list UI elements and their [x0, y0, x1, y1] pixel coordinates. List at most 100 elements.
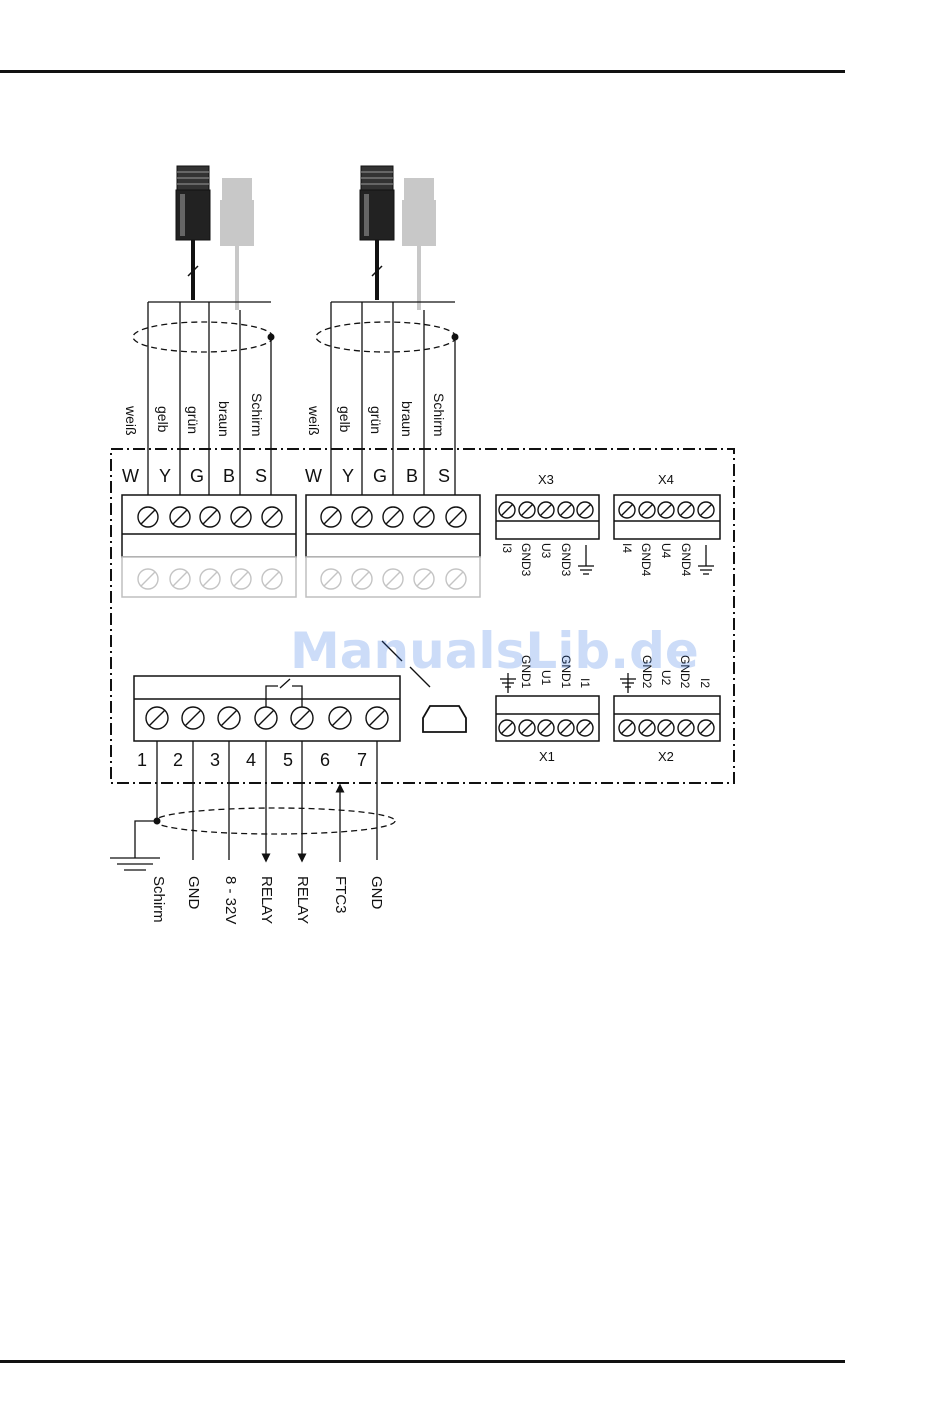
wire-label-braun: braun	[216, 401, 232, 437]
screw-terminal-icon	[658, 502, 674, 518]
screw-terminal-icon	[138, 507, 158, 527]
pin-label: I4	[620, 543, 634, 553]
wire-label-weiss: weiß	[306, 405, 322, 436]
screw-terminal-icon	[639, 502, 655, 518]
pin-label: I3	[500, 543, 514, 553]
screw-terminal-icon	[291, 707, 313, 729]
screw-terminal-icon	[170, 507, 190, 527]
pin-label: GND4	[679, 543, 693, 577]
wire-label-schirm: Schirm	[431, 393, 447, 437]
pin-label: U3	[539, 543, 553, 559]
screw-terminal-icon	[698, 502, 714, 518]
terminal-letter-y: Y	[342, 466, 354, 486]
sensor-plug-icon	[360, 166, 394, 300]
connector-label-x3: X3	[538, 472, 554, 487]
pin-label: U4	[659, 543, 673, 559]
screw-terminal-icon	[366, 707, 388, 729]
main-terminal-block: 1 2 3 4 5 6 7	[134, 676, 400, 770]
screw-terminal-icon	[558, 502, 574, 518]
screw-terminal-icon	[678, 720, 694, 736]
screw-terminal-icon	[352, 569, 372, 589]
terminal-letter-s: S	[438, 466, 450, 486]
screw-terminal-icon	[231, 507, 251, 527]
screw-terminal-icon	[558, 720, 574, 736]
screw-terminal-icon	[255, 707, 277, 729]
screw-terminal-icon	[446, 569, 466, 589]
sensor-plug-icon	[176, 166, 210, 300]
signal-label-gnd: GND	[368, 876, 385, 910]
screw-terminal-icon	[619, 502, 635, 518]
screw-terminal-icon	[383, 507, 403, 527]
signal-label-schirm: Schirm	[150, 876, 167, 923]
terminal-letter-b: B	[223, 466, 235, 486]
screw-terminal-icon	[639, 720, 655, 736]
terminal-block-1	[122, 495, 296, 597]
bottom-rule	[0, 1360, 845, 1363]
screw-terminal-icon	[352, 507, 372, 527]
screw-terminal-icon	[170, 569, 190, 589]
sensor-plug-ghost-icon	[220, 178, 254, 310]
pin-label: GND3	[519, 543, 533, 577]
terminal-block-2	[306, 495, 480, 597]
screw-terminal-icon	[538, 720, 554, 736]
screw-terminal-icon	[698, 720, 714, 736]
screw-terminal-icon	[414, 507, 434, 527]
screw-terminal-icon	[182, 707, 204, 729]
screw-terminal-icon	[200, 507, 220, 527]
sensor-plug-ghost-icon	[402, 178, 436, 310]
screw-terminal-icon	[414, 569, 434, 589]
screw-terminal-icon	[383, 569, 403, 589]
screw-terminal-icon	[577, 720, 593, 736]
screw-terminal-icon	[519, 720, 535, 736]
ground-icon	[110, 858, 160, 870]
shield-ellipse	[316, 322, 456, 352]
sensor-group-2: weiß gelb grün braun Schirm W Y G B S	[305, 166, 480, 597]
connector-port-icon	[423, 706, 466, 732]
connector-label-x4: X4	[658, 472, 674, 487]
terminal-letter-b: B	[406, 466, 418, 486]
wire-label-gruen: grün	[368, 406, 384, 434]
connector-label-x2: X2	[658, 749, 674, 764]
signal-label-relay: RELAY	[294, 876, 311, 924]
terminal-letter-w: W	[122, 466, 139, 486]
watermark: ManualsLib.de	[290, 622, 699, 680]
wire-label-braun: braun	[399, 401, 415, 437]
terminal-number-1: 1	[137, 750, 147, 770]
signal-label-supply: 8 - 32V	[222, 876, 239, 924]
screw-terminal-icon	[499, 720, 515, 736]
wire-label-weiss: weiß	[123, 405, 139, 436]
screw-terminal-icon	[538, 502, 554, 518]
top-rule	[0, 70, 845, 73]
screw-terminal-icon	[218, 707, 240, 729]
terminal-number-3: 3	[210, 750, 220, 770]
screw-terminal-icon	[146, 707, 168, 729]
screw-terminal-icon	[499, 502, 515, 518]
signal-label-ftc3: FTC3	[332, 876, 349, 914]
terminal-number-6: 6	[320, 750, 330, 770]
terminal-number-7: 7	[357, 750, 367, 770]
wire-label-gelb: gelb	[155, 406, 171, 433]
screw-terminal-icon	[519, 502, 535, 518]
terminal-letter-s: S	[255, 466, 267, 486]
signal-label-relay: RELAY	[258, 876, 275, 924]
pin-label: GND3	[559, 543, 573, 577]
screw-terminal-icon	[678, 502, 694, 518]
screw-terminal-icon	[658, 720, 674, 736]
signal-label-gnd: GND	[185, 876, 202, 910]
terminal-letter-y: Y	[159, 466, 171, 486]
screw-terminal-icon	[231, 569, 251, 589]
connector-x3: X3 I3 GND3 U3 GND3	[496, 472, 599, 577]
screw-terminal-icon	[262, 507, 282, 527]
terminal-number-5: 5	[283, 750, 293, 770]
terminal-letter-g: G	[190, 466, 204, 486]
terminal-letter-w: W	[305, 466, 322, 486]
ground-icon	[578, 545, 594, 574]
shield-ellipse	[155, 808, 395, 834]
wire-label-gruen: grün	[185, 406, 201, 434]
screw-terminal-icon	[619, 720, 635, 736]
screw-terminal-icon	[577, 502, 593, 518]
wire-label-gelb: gelb	[337, 406, 353, 433]
screw-terminal-icon	[446, 507, 466, 527]
